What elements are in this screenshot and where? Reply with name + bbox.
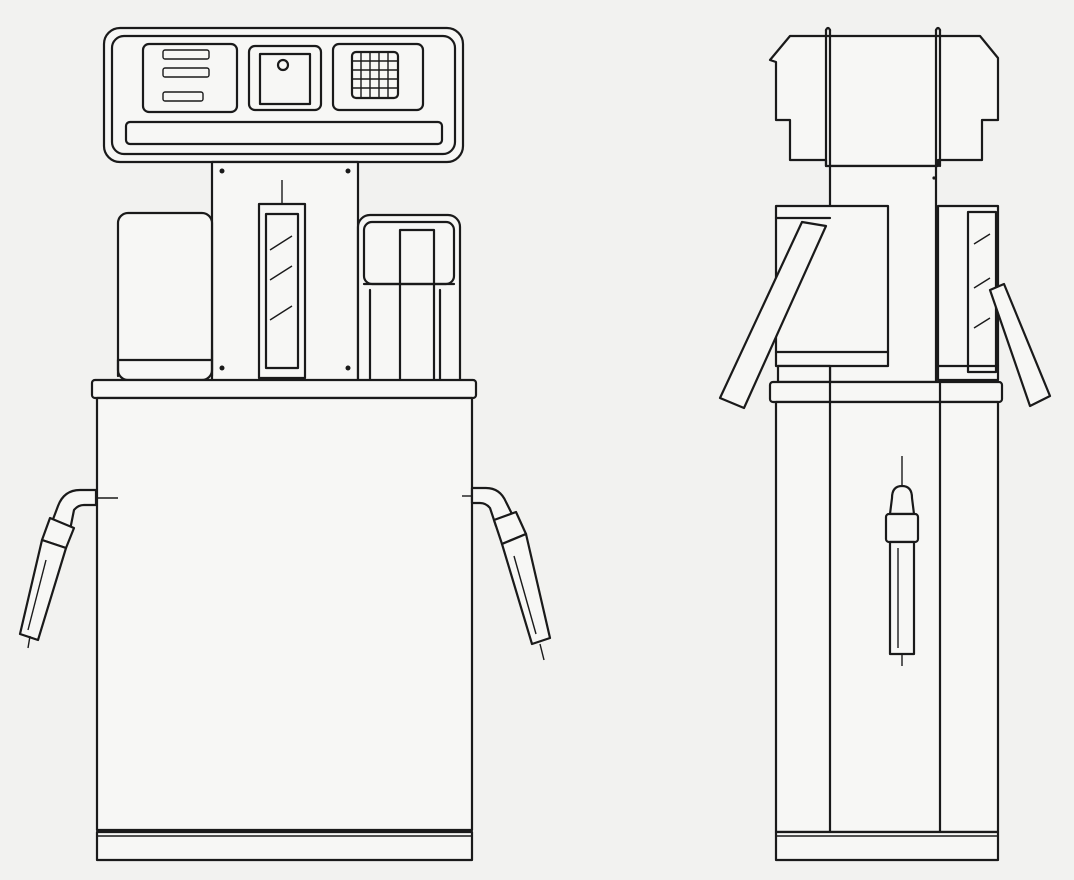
side-top-ledge xyxy=(768,380,1004,404)
side-sight-glass xyxy=(936,204,1000,382)
side-right-hose xyxy=(988,282,1052,408)
front-cabinet xyxy=(95,396,474,832)
side-display-head xyxy=(768,26,1000,168)
side-left-nozzle-holder xyxy=(774,204,890,384)
price-panel xyxy=(141,42,239,114)
volume-display xyxy=(247,44,323,112)
side-cabinet xyxy=(774,400,1000,834)
front-right-nozzle xyxy=(462,486,552,661)
side-view xyxy=(718,26,1052,862)
side-center-nozzle xyxy=(884,456,920,666)
front-display-head xyxy=(102,26,465,164)
front-left-nozzle xyxy=(18,488,118,649)
keypad-grid xyxy=(350,50,400,100)
front-top-ledge xyxy=(90,378,478,400)
front-left-nozzle-holder xyxy=(116,211,214,382)
side-left-hose xyxy=(718,220,828,410)
keypad-panel xyxy=(331,42,425,112)
front-center-column xyxy=(210,160,360,384)
front-view xyxy=(18,26,552,862)
